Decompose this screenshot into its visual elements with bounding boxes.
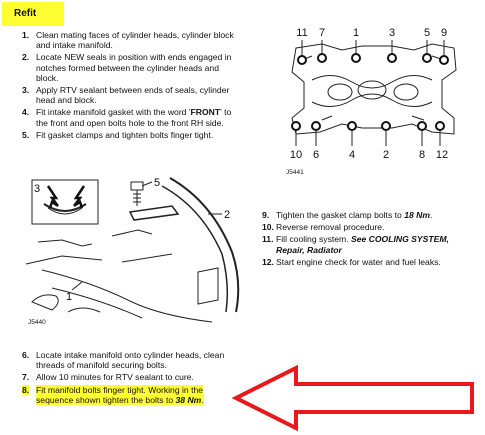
torque-value: 18 Nm (404, 210, 430, 220)
cross-reference-link[interactable]: See COOLING SYSTEM, Repair, Radiator (276, 234, 449, 255)
red-arrow-annotation-icon (231, 364, 474, 432)
steps-bottom-list: 6. Locate intake manifold onto cylinder h… (22, 350, 227, 407)
step-6: 6. Locate intake manifold onto cylinder h… (22, 350, 227, 370)
steps-right-list: 9. Tighten the gasket clamp bolts to 18 N… (262, 210, 477, 269)
step-4: 4. Fit intake manifold gasket with the wo… (22, 107, 242, 127)
step-text-highlighted: Fit manifold bolts finger tight. Working… (36, 384, 204, 405)
section-heading-box: Refit (2, 2, 64, 26)
step-text: . (429, 210, 433, 220)
bolt-label: 2 (383, 149, 389, 161)
step-text-highlighted: . (201, 394, 204, 405)
figure-code: J5440 (28, 319, 46, 326)
step-10: 10.Reverse removal procedure. (262, 222, 477, 232)
step-number: 6. (22, 350, 30, 360)
step-text: Apply RTV sealant between ends of seals,… (36, 85, 230, 106)
step-text: Locate intake manifold onto cylinder hea… (36, 350, 225, 371)
bolt-label: 8 (419, 149, 425, 161)
step-11: 11.Fill cooling system. See COOLING SYST… (262, 234, 477, 254)
callout-label: 5 (154, 177, 160, 189)
callout-label: 1 (66, 291, 72, 303)
step-number: 10. (262, 222, 274, 233)
step-7: 7. Allow 10 minutes for RTV sealant to cu… (22, 372, 227, 382)
step-5: 5. Fit gasket clamps and tighten bolts fi… (22, 130, 242, 140)
step-text: Fill cooling system. (276, 234, 351, 245)
step-number: 2. (22, 52, 30, 63)
step-8: 8. Fit manifold bolts finger tight. Worki… (22, 384, 227, 405)
bolt-label: 3 (389, 27, 395, 39)
bolt-label: 10 (290, 149, 302, 161)
step-1: 1. Clean mating faces of cylinder heads, … (22, 30, 242, 50)
figure-code: J5441 (286, 169, 304, 176)
step-text: Start engine check for water and fuel le… (276, 256, 441, 267)
step-3: 3. Apply RTV sealant between ends of seal… (22, 85, 242, 105)
step-number: 9. (262, 210, 270, 220)
step-number: 8. (22, 384, 30, 395)
step-text: Allow 10 minutes for RTV sealant to cure… (36, 372, 194, 383)
seal-and-clamp-figure: 3 5 2 1 J5440 (25, 177, 240, 326)
step-text: Fit intake manifold gasket with the word… (36, 107, 191, 118)
bolt-label: 11 (296, 27, 307, 39)
manifold-bolt-sequence-figure: 11 7 1 3 5 9 10 6 4 2 8 12 J5441 (286, 27, 457, 176)
bolt-label: 4 (349, 149, 355, 161)
step-keyword: FRONT (190, 107, 221, 118)
step-text: Reverse removal procedure. (276, 222, 385, 233)
bolt-label: 12 (436, 149, 448, 161)
section-heading: Refit (14, 8, 37, 19)
callout-label: 3 (34, 183, 40, 195)
step-number: 11. (262, 234, 274, 245)
bolt-label: 1 (353, 27, 359, 39)
step-text: Clean mating faces of cylinder heads, cy… (36, 30, 234, 51)
step-number: 5. (22, 129, 30, 140)
step-2: 2. Locate NEW seals in position with ends… (22, 52, 242, 83)
bolt-label: 7 (319, 27, 325, 39)
step-text: Fit gasket clamps and tighten bolts fing… (36, 129, 214, 140)
step-number: 4. (22, 107, 30, 118)
step-12: 12.Start engine check for water and fuel… (262, 257, 477, 267)
bolt-label: 5 (424, 27, 430, 39)
step-number: 1. (22, 30, 30, 40)
torque-value: 38 Nm (175, 394, 202, 405)
steps-top-list: 1. Clean mating faces of cylinder heads, … (22, 30, 242, 142)
step-number: 3. (22, 85, 30, 96)
step-text: Tighten the gasket clamp bolts to (276, 210, 405, 220)
step-text: ' to the front and open bolts hole to th… (36, 107, 232, 128)
step-text: Locate NEW seals in position with ends e… (36, 52, 232, 83)
step-number: 7. (22, 372, 30, 383)
step-9: 9. Tighten the gasket clamp bolts to 18 N… (262, 210, 477, 220)
bolt-label: 9 (441, 27, 447, 39)
step-number: 12. (262, 256, 274, 267)
callout-label: 2 (224, 209, 230, 221)
bolt-label: 6 (313, 149, 319, 161)
